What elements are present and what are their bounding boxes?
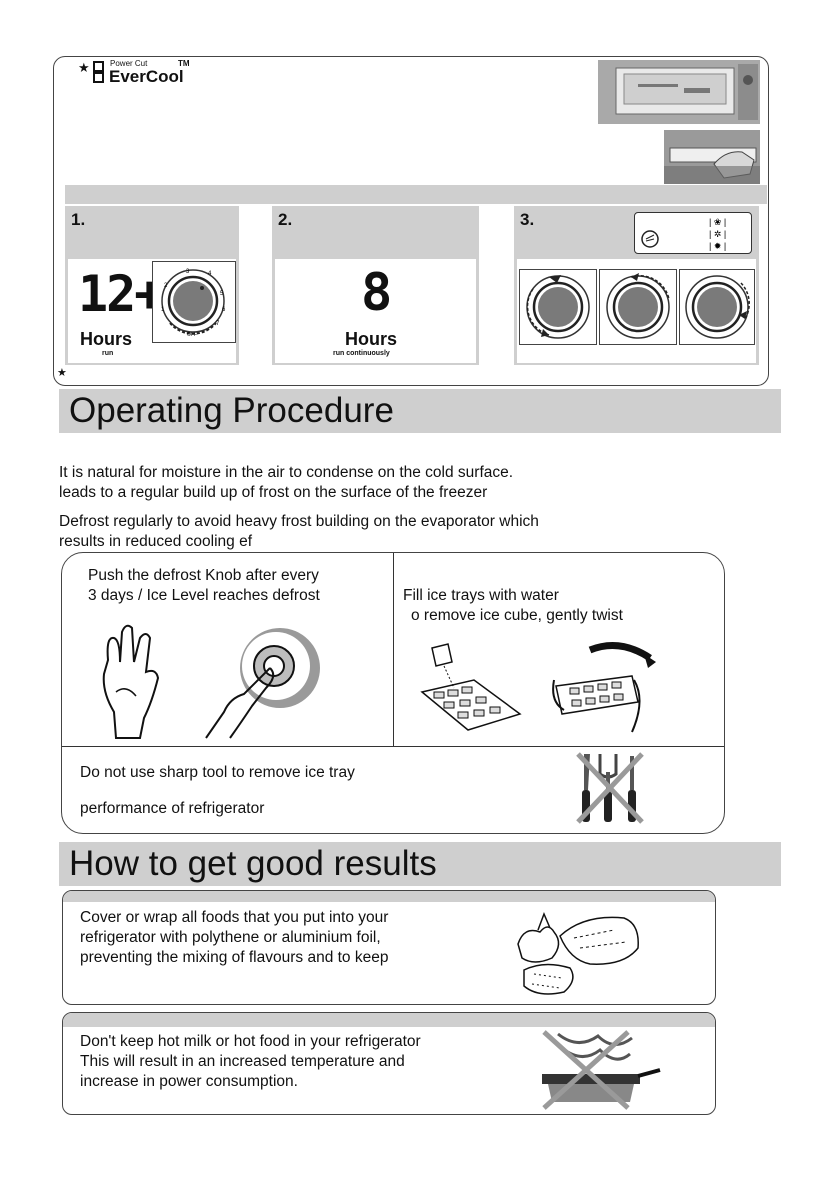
sharp-tool-line-2: performance of refrigerator: [80, 800, 265, 817]
step-3-panel: 3. | ❀ | | ✲ | | ✹ |: [514, 206, 759, 365]
trademark-label: TM: [178, 59, 190, 68]
box-vertical-divider: [393, 553, 394, 746]
cover-food-line-1: Cover or wrap all foods that you put int…: [80, 909, 389, 926]
hot-food-line-2: This will result in an increased tempera…: [80, 1053, 405, 1070]
run-continuously-label: run continuously: [333, 350, 390, 357]
power-cut-logo-icon: [93, 61, 104, 83]
defrost-knob-line-1: Push the defrost Knob after every: [88, 567, 319, 584]
svg-text:| ❀ |: | ❀ |: [709, 217, 726, 227]
svg-text:1: 1: [161, 307, 165, 313]
hot-food-line-1: Don't keep hot milk or hot food in your …: [80, 1033, 421, 1050]
svg-text:OFF: OFF: [187, 332, 197, 337]
hours-label: Hours: [80, 329, 133, 349]
display-12plus: 12+: [78, 265, 164, 323]
svg-text:3: 3: [186, 269, 190, 275]
cover-food-line-2: refrigerator with polythene or aluminium…: [80, 929, 381, 946]
power-cut-label: Power Cut: [110, 59, 148, 68]
star-icon: ★: [78, 60, 90, 75]
cover-food-band: [63, 891, 715, 902]
no-sharp-tools-icon: [576, 752, 644, 824]
dial-ccw-icon: [599, 269, 677, 345]
evercool-brand: EverCool: [109, 67, 184, 86]
push-knob-icon: [205, 628, 320, 739]
run-label: run: [102, 350, 114, 357]
step-2-panel: 2. 8 Hours run continuously: [272, 206, 479, 365]
hot-food-band: [63, 1013, 715, 1027]
svg-text:6: 6: [222, 307, 226, 313]
svg-text:4: 4: [208, 271, 212, 277]
step-2-number: 2.: [278, 210, 293, 229]
defrost-line-2: results in reduced cooling ef: [59, 533, 253, 550]
defrost-line-1: Defrost regularly to avoid heavy frost b…: [59, 513, 539, 530]
cover-food-line-3: preventing the mixing of flavours and to…: [80, 949, 389, 966]
ice-tray-line-1: Fill ice trays with water: [403, 587, 559, 604]
defrost-knob-line-2: 3 days / Ice Level reaches defrost: [88, 587, 320, 604]
step-2-display: 8 Hours run continuously: [275, 259, 476, 363]
ice-tray-line-2: o remove ice cube, gently twist: [411, 607, 623, 624]
svg-text:5: 5: [220, 291, 224, 297]
wrapped-food-icon: [517, 911, 639, 995]
footnote-star-icon: ★: [57, 367, 67, 379]
sharp-tool-line-1: Do not use sharp tool to remove ice tray: [80, 764, 355, 781]
evercool-band: [65, 185, 767, 204]
step-1-number: 1.: [71, 210, 86, 229]
hand-drawer-photo: [664, 130, 760, 184]
svg-text:| ✹ |: | ✹ |: [709, 241, 726, 251]
fridge-display-photo: [598, 60, 760, 124]
evercool-logo: Power Cut EverCool TM: [92, 59, 202, 88]
no-hot-food-icon: [542, 1030, 661, 1110]
operating-procedure-heading: Operating Procedure: [59, 389, 781, 433]
dial-cw-icon: [519, 269, 597, 345]
hot-food-line-3: increase in power consumption.: [80, 1073, 298, 1090]
hours-label: Hours: [345, 329, 398, 349]
svg-text:| ✲ |: | ✲ |: [709, 229, 726, 239]
filling-ice-tray-icon: [420, 643, 522, 731]
svg-text:7: 7: [216, 321, 220, 327]
twisting-ice-tray-icon: [552, 642, 656, 733]
good-results-heading: How to get good results: [59, 842, 781, 886]
three-fingers-icon: [102, 624, 160, 739]
step-3-number: 3.: [520, 210, 535, 229]
mode-symbols-icon: | ❀ | | ✲ | | ✹ |: [641, 217, 726, 251]
mode-indicator-box: | ❀ | | ✲ | | ✹ |: [634, 212, 752, 254]
step-3-dials: [517, 259, 756, 363]
moisture-line-1: It is natural for moisture in the air to…: [59, 464, 514, 481]
svg-text:2: 2: [164, 283, 168, 289]
display-8: 8: [361, 263, 393, 323]
moisture-line-2: leads to a regular build up of frost on …: [59, 484, 488, 501]
box-horizontal-divider: [62, 746, 724, 747]
dial-max-icon: [679, 269, 755, 345]
